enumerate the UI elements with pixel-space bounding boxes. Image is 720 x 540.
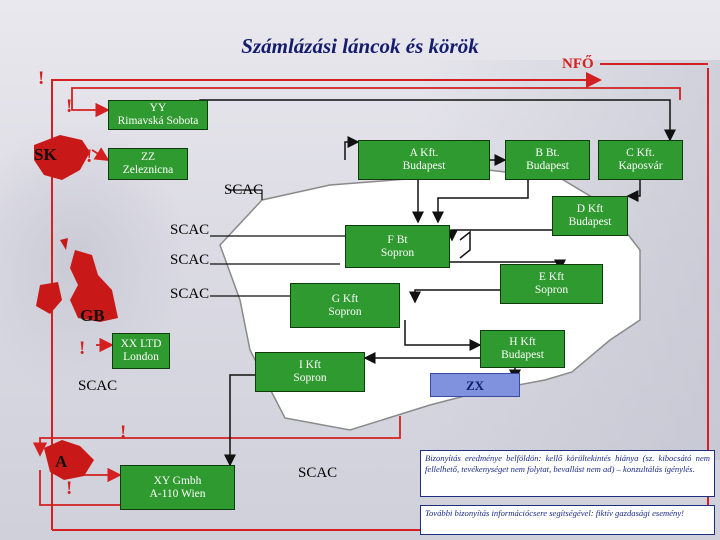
exclamation-mark: ! [66, 96, 73, 117]
exclamation-mark: ! [79, 338, 86, 359]
exclamation-mark: ! [86, 146, 93, 167]
note-conclusion-exchange: További bizonyítás információcsere segít… [420, 505, 715, 535]
exclamation-mark: ! [66, 478, 73, 499]
entity-d-kft: D Kft Budapest [552, 196, 628, 236]
entity-yy: YY Rimavská Sobota [108, 100, 208, 130]
sk-map-shape [34, 135, 90, 180]
scac-label-1: SCAC [170, 222, 210, 238]
austria-map-shape [44, 440, 94, 480]
country-gb: GB [80, 306, 105, 325]
entity-zx: ZX [430, 373, 520, 397]
scac-label-left: SCAC [78, 378, 118, 394]
note-conclusion-domestic: Bizonyítás eredménye belföldön: kellő kö… [420, 450, 715, 497]
entity-xx-ltd: XX LTD London [112, 333, 170, 369]
exclamation-mark: ! [120, 422, 127, 443]
scac-label-bottom: SCAC [298, 465, 338, 481]
page-title: Számlázási láncok és körök [241, 34, 479, 58]
exclamation-mark: ! [38, 68, 45, 89]
entity-i-kft: I Kft Sopron [255, 352, 365, 392]
entity-h-kft: H Kft Budapest [480, 330, 565, 368]
scac-label-top: SCAC [224, 182, 264, 198]
country-sk: SK [34, 145, 57, 164]
entity-a-kft: A Kft. Budapest [358, 140, 490, 180]
gb-map-shape [70, 250, 118, 322]
entity-g-kft: G Kft Sopron [290, 283, 400, 328]
entity-zz: ZZ Zeleznicna [108, 148, 188, 180]
nfo-label: NFŐ [562, 56, 594, 72]
entity-c-kft: C Kft. Kaposvár [598, 140, 683, 180]
entity-e-kft: E Kft Sopron [500, 264, 603, 304]
entity-f-bt: F Bt Sopron [345, 225, 450, 268]
scac-label-2: SCAC [170, 252, 210, 268]
country-a: A [55, 452, 68, 471]
scac-label-3: SCAC [170, 286, 210, 302]
entity-xy-gmbh: XY Gmbh A-110 Wien [120, 465, 235, 510]
entity-b-bt: B Bt. Budapest [505, 140, 590, 180]
